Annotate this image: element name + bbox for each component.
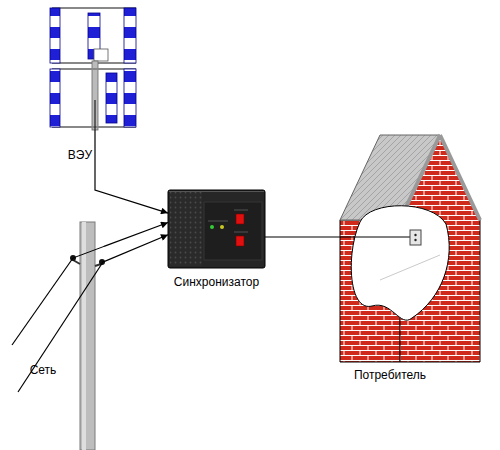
synchronizer-device [168,190,265,268]
rotor-arm [52,7,136,9]
node-label: Сеть [20,363,66,377]
power-socket [410,230,421,245]
turbine-mast [92,61,98,130]
device-body [168,190,265,268]
turbine-blade [50,69,60,127]
wire-stub [73,246,104,258]
control-button [236,214,244,224]
socket-hole [414,234,416,236]
rotor-arm [52,126,136,128]
node-label: Синхронизатор [156,275,277,289]
cutaway-view [351,206,449,320]
synchronizer-node: Синхронизатор [168,190,265,268]
control-button [236,236,244,246]
turbine-blade [124,69,136,127]
connector-line [265,236,340,237]
insulator [99,259,105,265]
panel-marking [234,210,248,211]
connector-line [104,235,168,262]
cable [340,237,412,238]
rotor-arm [52,68,136,70]
consumer-node: Потребитель [340,130,480,362]
panel-marking [208,221,228,222]
wind-turbine-node: ВЭУ [50,5,140,130]
wire-stub [102,261,104,262]
connector-line [95,130,168,213]
turbine-blade [50,8,60,63]
indicator-led [210,225,214,229]
grid-node: Сеть [70,222,104,450]
generator-box [94,49,108,61]
pole-highlight [82,222,86,450]
power-pole [70,222,104,450]
interior-line [380,255,440,280]
turbine-blade [124,8,136,63]
turbine-blade [106,73,117,123]
connector-line [104,223,168,247]
power-wire [18,262,103,392]
wind-turbine [50,5,140,130]
node-label: ВЭУ [55,148,105,162]
node-label: Потребитель [340,368,440,382]
vent-grille [170,192,202,266]
house [340,130,480,362]
pole-shaft [80,222,95,450]
device-edge [169,191,264,192]
roof-edge [440,135,480,220]
indicator-led [220,225,224,229]
panel-marking [234,232,248,233]
socket-hole [414,239,416,241]
power-wire [12,258,73,345]
cable [95,100,96,130]
front-panel [204,202,262,260]
